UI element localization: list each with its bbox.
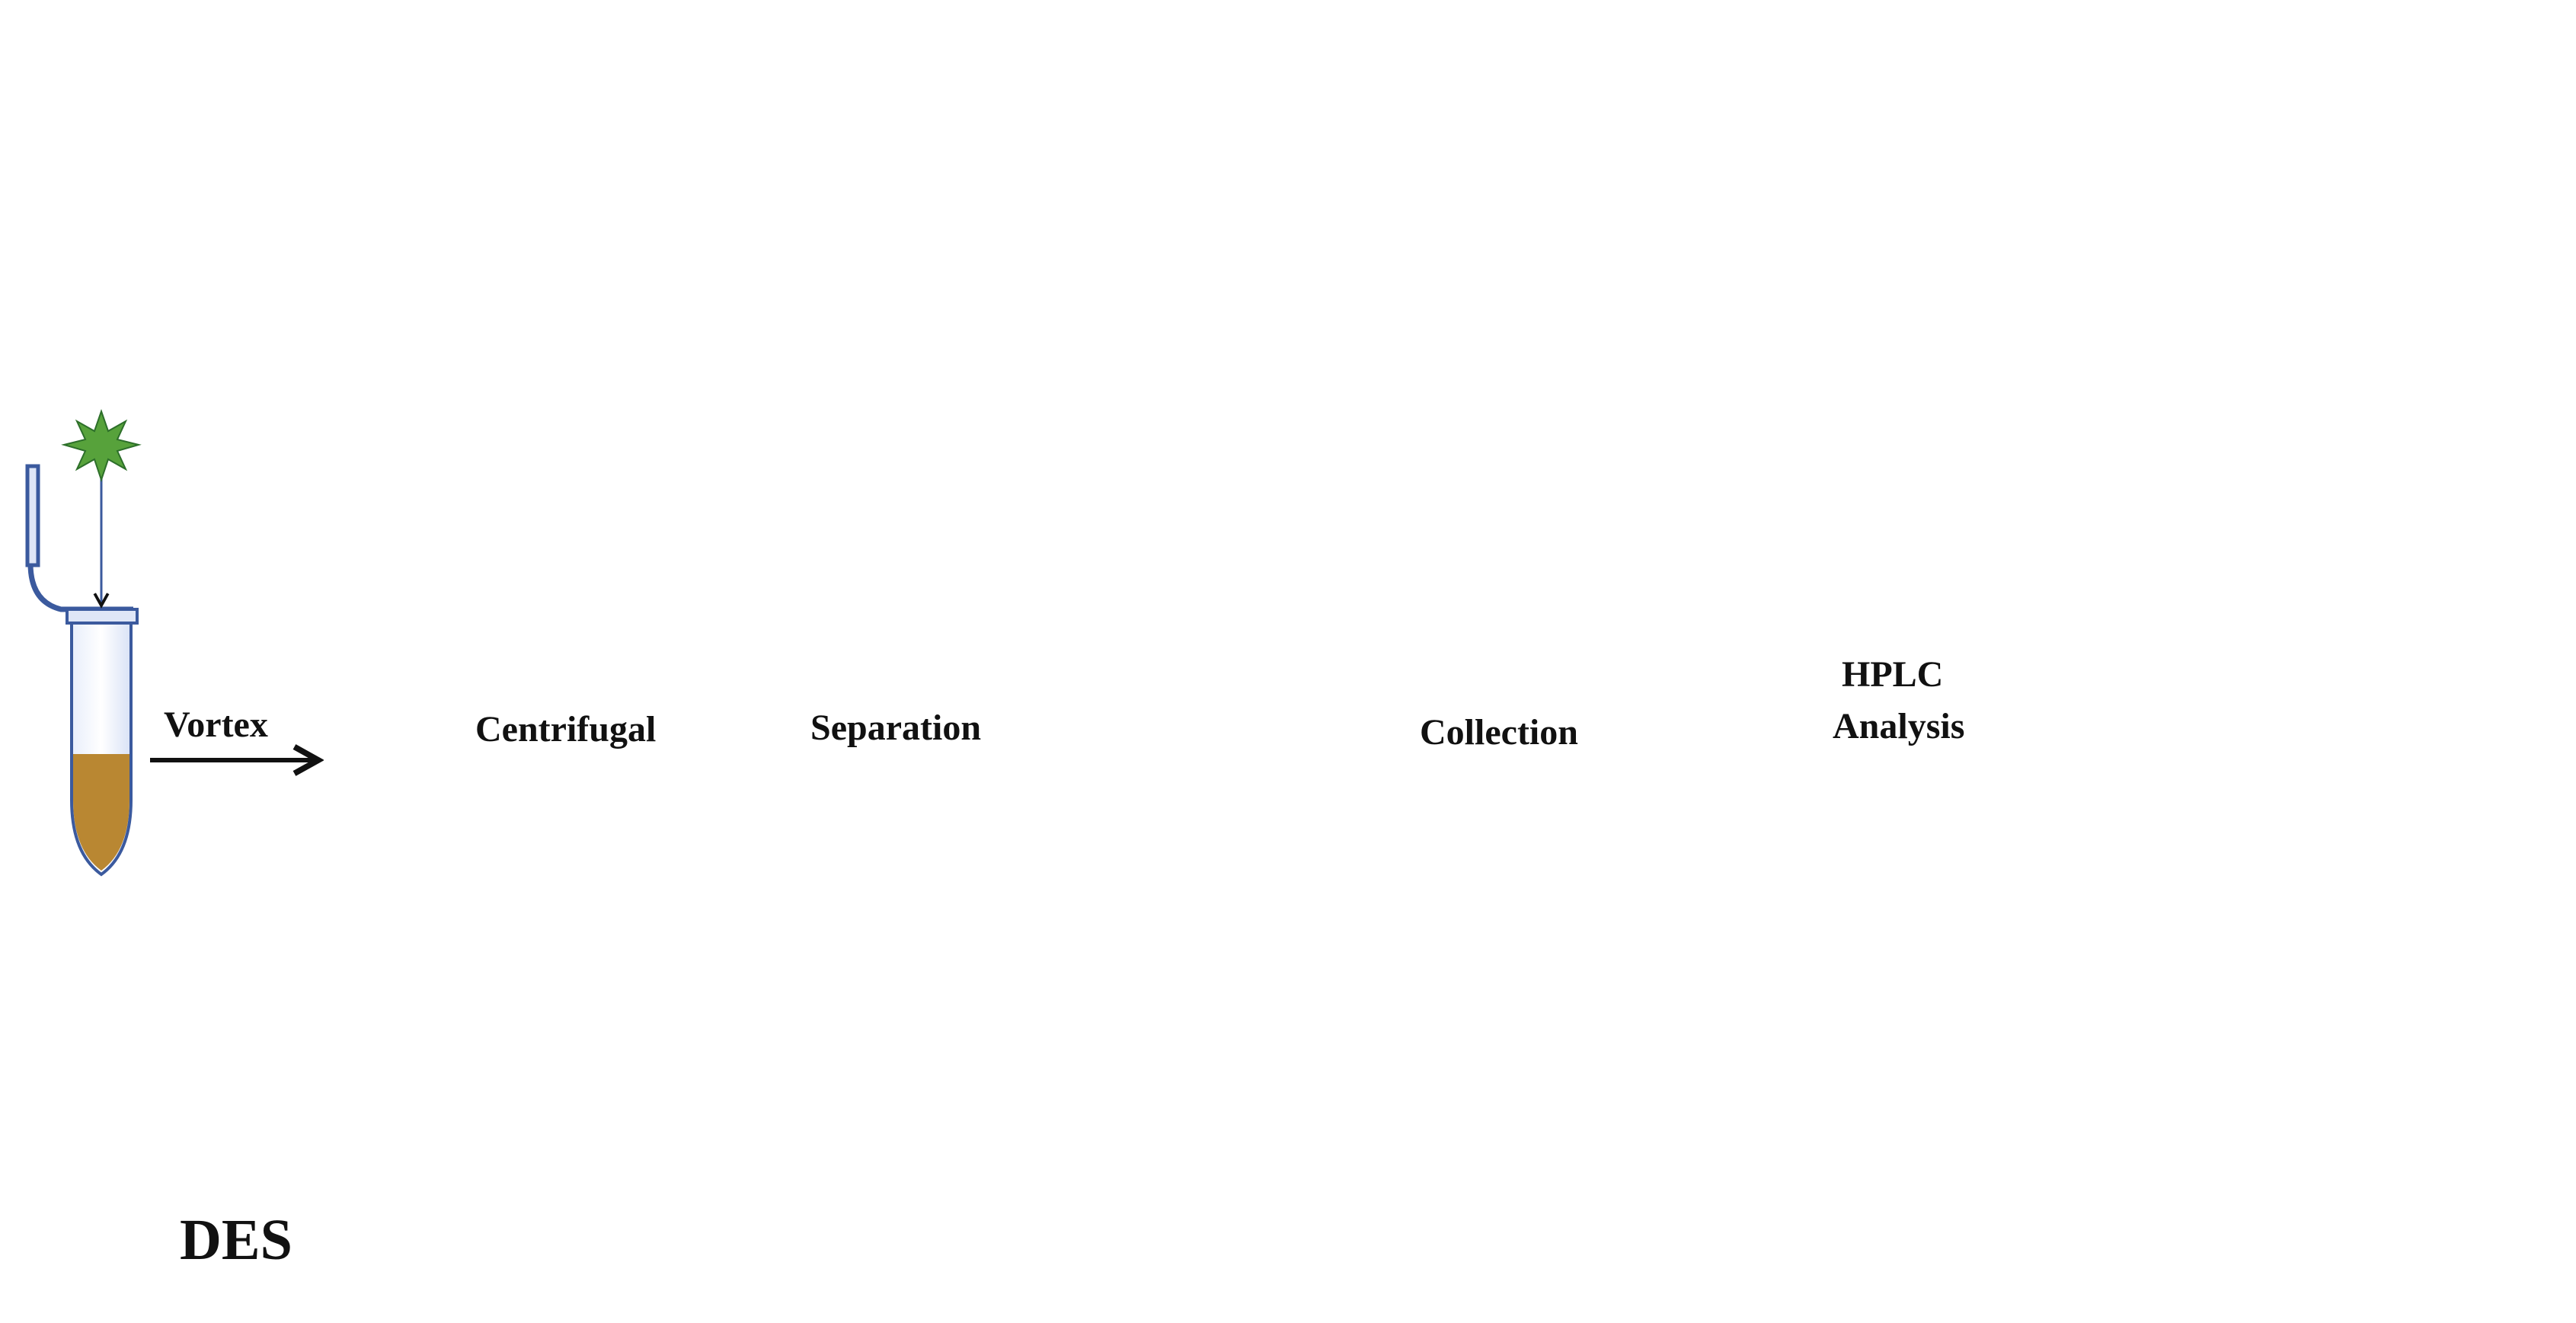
tube-1-rim bbox=[66, 608, 139, 625]
step-label-centrifugal: Centrifugal bbox=[475, 709, 657, 749]
tube-1-sample-liquid bbox=[73, 754, 129, 871]
step-label-analysis: Analysis bbox=[1833, 706, 1965, 746]
step-label-vortex: Vortex bbox=[164, 705, 268, 745]
tube-1-lid bbox=[25, 464, 40, 567]
step-label-separation: Separation bbox=[810, 708, 982, 748]
step-label-hplc: HPLC bbox=[1842, 654, 1944, 695]
des-star-top-icon bbox=[61, 408, 142, 483]
tube-1-lid-hinge bbox=[27, 466, 133, 612]
legend-label-des: DES bbox=[180, 1208, 292, 1272]
tube-1-sample bbox=[25, 408, 142, 877]
step-label-collection: Collection bbox=[1420, 712, 1578, 753]
